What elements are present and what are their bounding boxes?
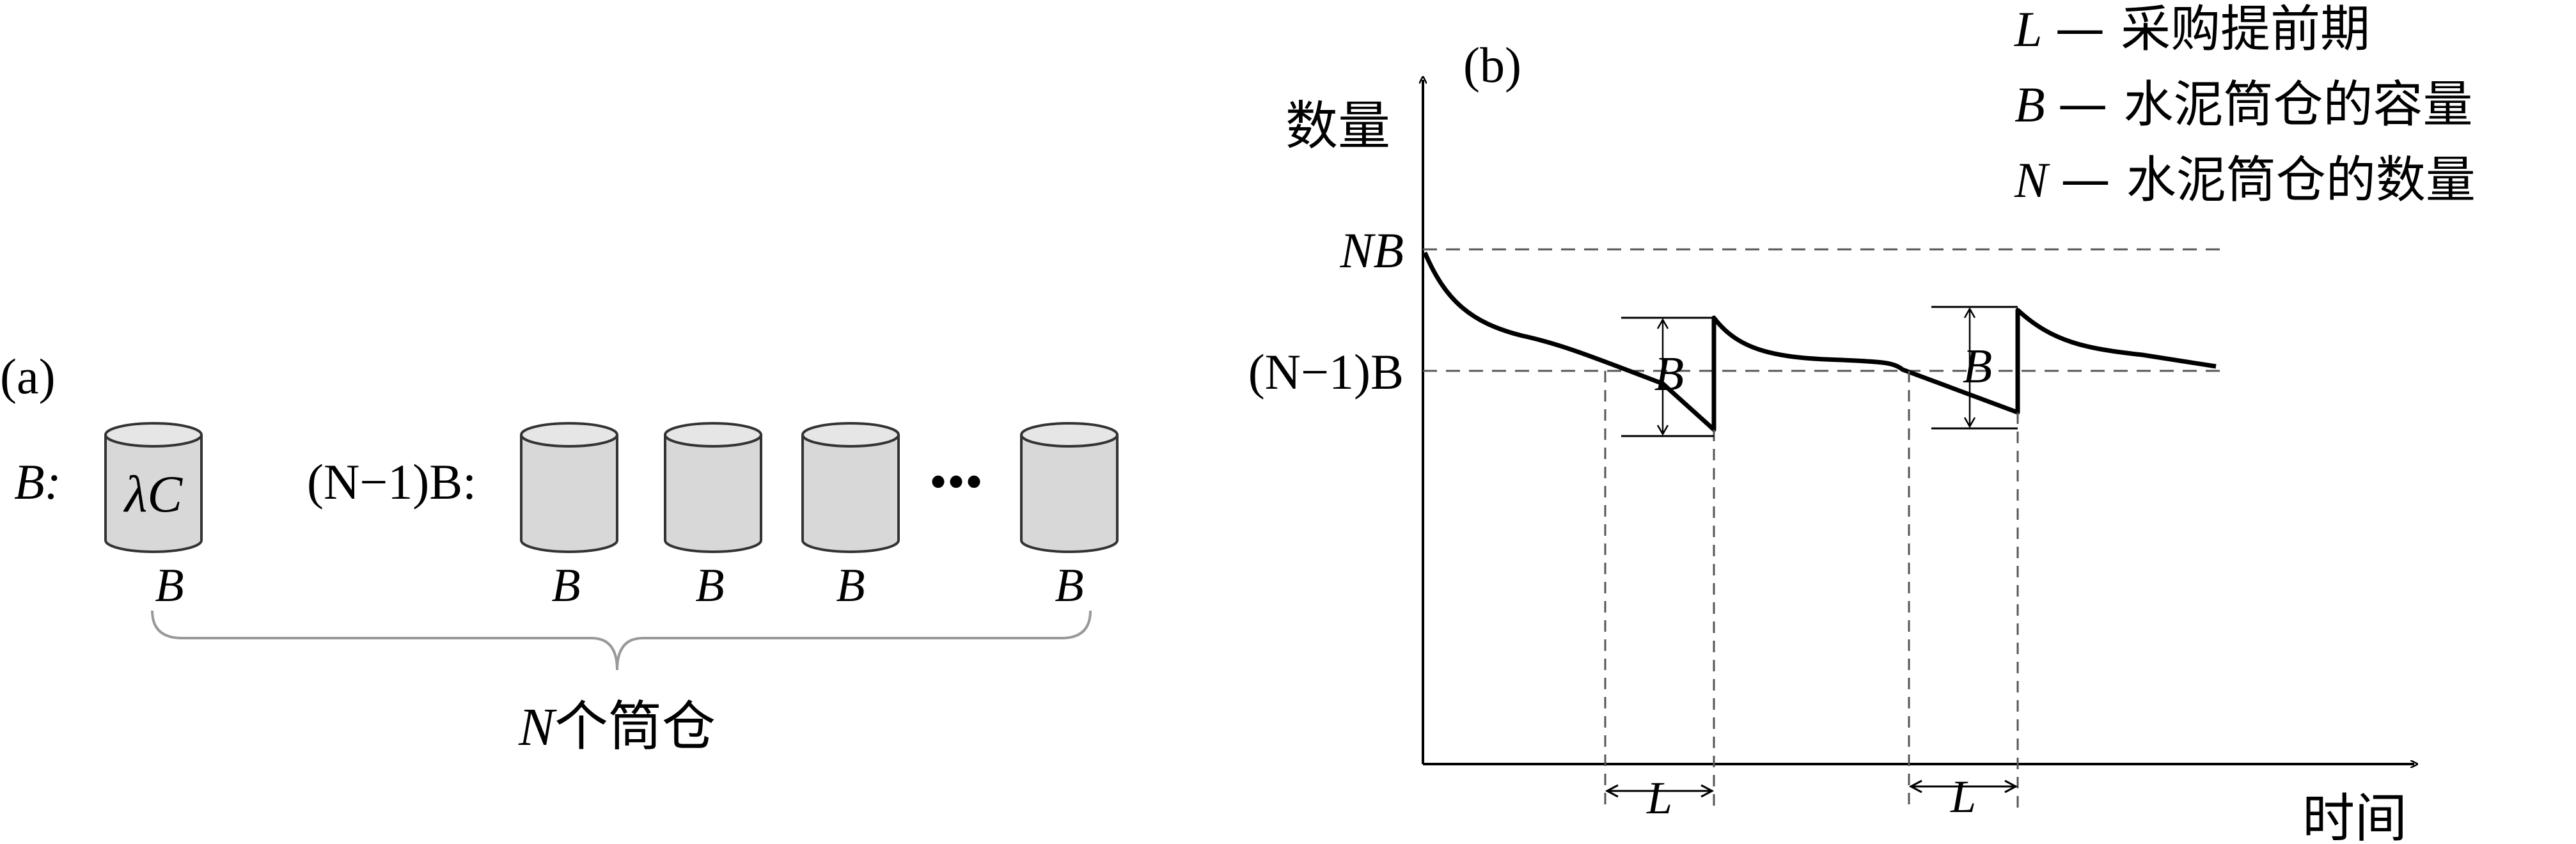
x-axis-title: 时间 [2302, 788, 2407, 844]
lead-time-label-2: L [1950, 771, 1976, 822]
panel-b: (b) 数量 时间 NB (N−1)B L L [1248, 1, 2476, 844]
silo-ellipsis: ••• [929, 454, 983, 510]
silo-3 [664, 422, 762, 553]
legend-text-l: — 采购提前期 [2055, 1, 2370, 58]
lead-time-label-1: L [1646, 772, 1672, 824]
silo-first: λC [104, 422, 203, 553]
brace-caption: N个筒仓 [518, 695, 716, 758]
brace [151, 610, 1092, 671]
lead-time-arrow-2 [1908, 779, 2018, 793]
silo-caption-1: B [155, 559, 184, 612]
brace-caption-var: N [518, 698, 557, 757]
legend: L— 采购提前期 B— 水泥筒仓的容量 N— 水泥筒仓的数量 [2014, 1, 2476, 209]
replenish-label-2: B [1963, 340, 1992, 393]
panel-a: (a) B: (N−1)B: λC ••• B B B B [0, 348, 1119, 758]
silo-5 [1020, 422, 1119, 553]
panel-a-label: (a) [0, 348, 56, 404]
legend-text-b: — 水泥筒仓的容量 [2058, 76, 2473, 134]
legend-symbol-l: L [2014, 1, 2042, 57]
replenish-marker-1 [1621, 316, 1714, 437]
row2-label: (N−1)B: [307, 454, 476, 510]
legend-symbol-b: B [2014, 77, 2045, 132]
lead-time-arrow-1 [1605, 784, 1715, 798]
y-level-top: NB [1339, 223, 1404, 278]
row1-label: B: [14, 454, 61, 510]
silo-2 [520, 422, 618, 553]
silo-first-content: λC [123, 465, 184, 523]
brace-caption-text: 个筒仓 [554, 695, 716, 758]
inventory-curve [1422, 251, 2217, 432]
replenish-label-1: B [1654, 347, 1684, 401]
silo-caption-4: B [836, 559, 865, 612]
silo-caption-2: B [551, 559, 580, 612]
legend-item-count: N— 水泥筒仓的数量 [2014, 152, 2476, 209]
legend-symbol-n: N [2014, 152, 2050, 208]
replenish-marker-2 [1931, 306, 2018, 430]
panel-b-label: (b) [1463, 37, 1521, 93]
legend-item-lead-time: L— 采购提前期 [2014, 1, 2370, 58]
silo-caption-3: B [695, 559, 724, 612]
legend-text-n: — 水泥筒仓的数量 [2061, 152, 2476, 209]
legend-item-capacity: B— 水泥筒仓的容量 [2014, 76, 2472, 134]
silo-caption-5: B [1055, 559, 1083, 612]
y-level-mid: (N−1)B [1248, 344, 1404, 400]
y-axis-title: 数量 [1285, 96, 1390, 157]
silo-4 [801, 422, 900, 553]
